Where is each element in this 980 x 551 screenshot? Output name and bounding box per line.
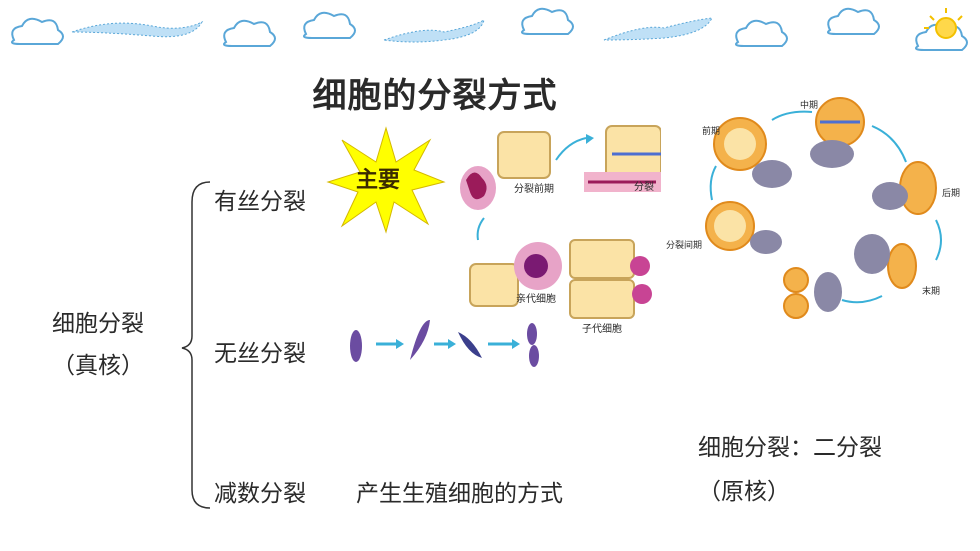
arrow-icon — [771, 110, 813, 121]
cloud-icon — [11, 17, 64, 45]
starburst-icon — [326, 126, 446, 234]
label-cycle-metaphase: 中期 — [800, 101, 819, 111]
arrow-icon — [935, 219, 942, 261]
wind-streak-icon — [71, 20, 204, 38]
cloud-icon — [735, 19, 788, 47]
prokaryote-sublabel: （原核） — [698, 479, 790, 505]
arrow-icon — [709, 165, 717, 201]
sun-icon — [924, 8, 963, 39]
label-cycle-interphase: 分裂间期 — [666, 241, 703, 251]
cloud-icon — [521, 7, 574, 35]
curly-brace-icon — [181, 181, 211, 509]
starburst-label: 主要 — [356, 168, 401, 193]
prokaryote-label: 细胞分裂：二分裂 — [698, 435, 882, 461]
label-cycle-anaphase: 后期 — [942, 189, 961, 199]
cloud-banner — [11, 7, 968, 51]
arrow-icon — [841, 295, 883, 304]
arrow-icon — [555, 137, 587, 161]
cell-cycle-figure — [705, 97, 942, 319]
wind-streak-icon — [383, 18, 485, 43]
mitosis-figure — [460, 125, 661, 319]
amitosis-figure — [350, 320, 539, 367]
branch-mitosis: 有丝分裂 — [214, 189, 306, 215]
label-cycle-telophase: 末期 — [922, 287, 941, 297]
root-sublabel: （真核） — [52, 353, 144, 379]
label-cycle-prophase: 前期 — [702, 127, 721, 137]
page-title: 细胞的分裂方式 — [312, 76, 558, 116]
arrow-icon — [476, 217, 485, 241]
label-prophase: 分裂前期 — [514, 184, 554, 195]
branch-amitosis: 无丝分裂 — [214, 341, 306, 367]
meiosis-note: 产生生殖细胞的方式 — [356, 481, 563, 507]
cloud-icon — [223, 19, 276, 47]
label-metaphase-partial: 分裂 — [634, 182, 654, 193]
root-label: 细胞分裂 — [52, 311, 144, 337]
cloud-icon — [303, 11, 356, 39]
wind-streak-icon — [603, 17, 713, 41]
label-daughter-cells: 子代细胞 — [582, 324, 622, 335]
arrow-icon — [871, 125, 907, 163]
label-parent-cell: 亲代细胞 — [516, 294, 556, 305]
branch-meiosis: 减数分裂 — [214, 481, 306, 507]
cloud-icon — [827, 7, 880, 35]
